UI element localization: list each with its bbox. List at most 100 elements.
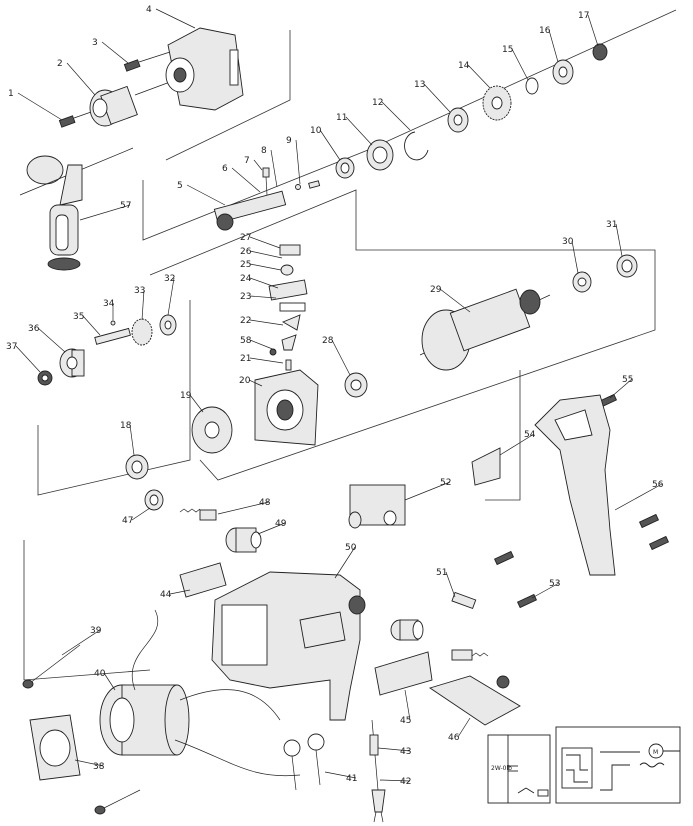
leader-line-29 [439,288,471,313]
part-number-21: 21 [240,354,251,364]
part-brush-holder-47 [144,489,164,511]
part-number-2: 2 [57,59,63,69]
part-number-20: 20 [239,376,251,386]
leader-line-24 [249,277,279,289]
part-number-30: 30 [562,237,574,247]
part-number-3: 3 [92,38,98,48]
leader-line-49 [257,522,286,535]
leader-line-20 [248,379,263,387]
leader-line-54 [499,433,535,456]
leader-line-13 [423,83,451,113]
leader-line-23 [249,295,277,299]
part-number-48: 48 [259,498,271,508]
part-number-52: 52 [440,478,451,488]
part-screw-39 [22,644,81,689]
leader-line-38 [74,759,104,767]
part-number-37: 37 [6,342,17,352]
part-cable-42-43 [369,719,386,823]
part-pin-8-9 [295,180,321,190]
part-handle-cover-56 [534,394,616,576]
leader-line-53 [531,582,560,599]
part-number-18: 18 [120,421,132,431]
part-number-55: 55 [622,375,633,385]
part-spring-10 [335,157,355,179]
part-number-42: 42 [400,777,411,787]
leader-line-41 [324,771,357,779]
part-number-53: 53 [549,579,560,589]
part-key-6-7 [262,167,270,196]
leader-line-7 [253,159,263,171]
leader-line-3 [101,41,129,64]
part-number-4: 4 [146,5,152,15]
leader-line-52 [404,481,451,501]
part-number-41: 41 [346,774,357,784]
part-number-5: 5 [177,181,183,191]
part-screw-1 [58,110,95,128]
part-circlip-15 [525,77,539,95]
part-brush-holder-right [390,619,510,689]
part-number-40: 40 [94,669,106,679]
leader-line-4 [155,8,196,29]
leader-line-31 [615,223,623,257]
part-stator-40 [94,609,301,815]
leader-line-15 [511,48,529,81]
part-number-45: 45 [400,716,411,726]
part-gear-housing-4 [165,27,244,111]
wiring-schematic [487,726,681,804]
part-number-36: 36 [28,324,40,334]
part-number-9: 9 [286,136,292,146]
leader-line-56 [614,483,663,511]
part-number-19: 19 [180,391,192,401]
part-number-14: 14 [458,61,470,71]
leader-line-21 [249,357,284,364]
leader-line-45 [404,689,411,721]
part-number-24: 24 [240,274,252,284]
part-number-11: 11 [336,113,347,123]
leader-line-42 [379,779,411,782]
leader-line-14 [467,64,491,89]
part-switch-52 [348,484,406,529]
part-number-57: 57 [120,201,131,211]
part-shaft-34-35 [94,320,131,345]
leader-line-17 [587,14,599,47]
part-intermediate-housing-20 [254,369,319,446]
leader-line-57 [79,204,131,221]
part-number-15: 15 [502,45,513,55]
part-gear-33 [131,318,153,346]
part-number-47: 47 [122,516,133,526]
part-plate-19 [191,406,233,454]
part-fan-baffle-38 [29,714,81,781]
leader-line-25 [249,263,282,271]
part-number-25: 25 [240,260,251,270]
part-washer-13 [447,107,469,133]
part-number-51: 51 [436,568,447,578]
leader-line-12 [381,101,411,131]
part-number-22: 22 [240,316,251,326]
leader-line-46 [457,717,471,738]
leader-line-5 [186,184,226,206]
part-number-34: 34 [103,299,115,309]
leader-line-8 [270,149,278,188]
leader-line-48 [217,501,270,515]
leader-line-47 [131,507,151,521]
leader-line-58 [249,339,276,351]
part-number-39: 39 [90,626,102,636]
callout-numbers: 1234567891011121314151617181920212223242… [6,5,664,787]
leader-line-36 [37,327,66,353]
part-label-45 [374,651,433,696]
part-side-handle-57 [19,147,134,271]
leader-line-39 [61,629,101,656]
part-number-13: 13 [414,80,425,90]
part-armature-29 [419,288,551,371]
leader-line-37 [15,345,41,373]
leader-line-18 [129,424,135,456]
part-gear-14 [482,85,512,121]
part-number-33: 33 [134,286,145,296]
part-number-17: 17 [578,11,589,21]
part-motor-housing-50 [211,571,366,721]
part-terminals-41 [283,733,325,791]
part-number-12: 12 [372,98,383,108]
part-bearing-17 [592,43,608,61]
leader-line-28 [331,339,351,376]
leader-line-32 [167,277,175,316]
